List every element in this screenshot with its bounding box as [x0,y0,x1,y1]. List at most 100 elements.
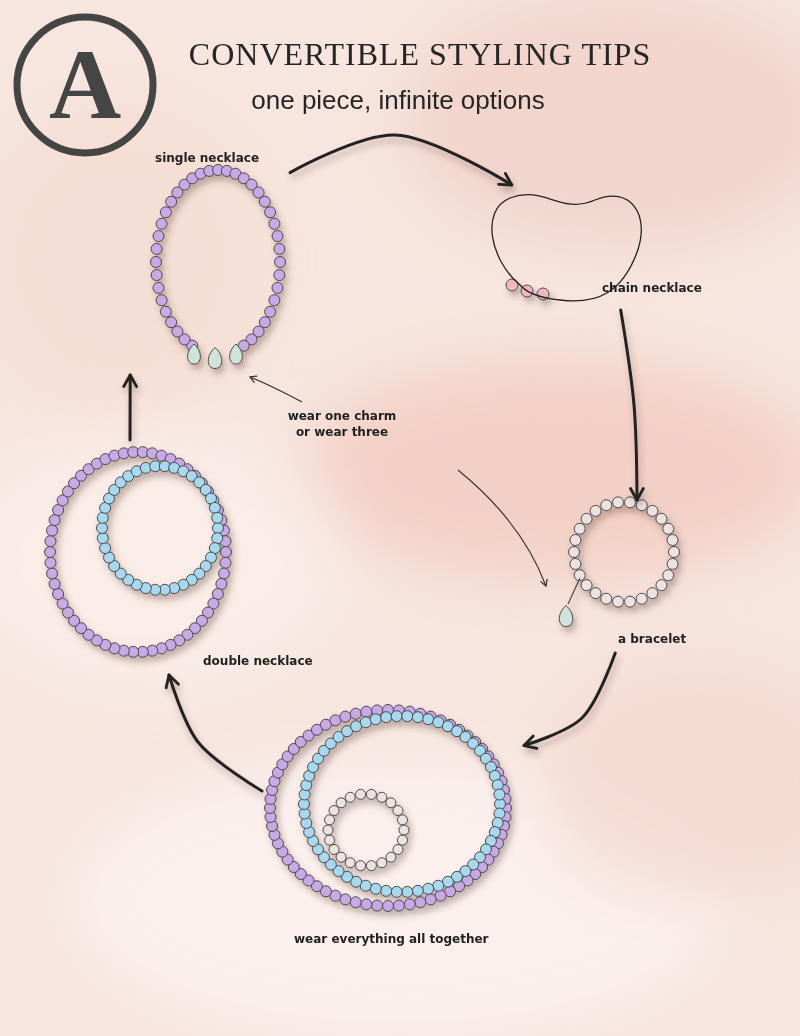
jewelry-option: chain necklace [490,185,708,310]
bead [275,257,286,268]
bead [160,207,171,218]
bead [350,708,361,719]
jewelry-option: a bracelet [550,500,695,653]
bead [47,568,58,579]
charm [559,606,572,627]
bead [345,792,355,802]
bead [370,883,381,894]
bead [97,533,108,544]
bead [377,858,387,868]
option-caption: a bracelet [618,631,686,647]
bead [220,557,231,568]
bead [325,815,335,825]
bead [47,525,58,536]
bead [381,712,392,723]
bead [356,789,366,799]
bead [435,890,446,901]
bead [402,711,413,722]
bead [667,535,678,546]
title: CONVERTIBLE STYLING TIPS [150,36,690,73]
bead [667,558,678,569]
jewelry-option: double necklace [40,440,340,675]
logo-ring [17,17,153,153]
bead [221,547,232,558]
option-caption: double necklace [203,653,313,669]
bead [366,789,376,799]
bead [393,900,404,911]
bead [97,523,108,534]
bead [402,886,413,897]
bead [370,714,381,725]
logo-letter: A [17,22,153,148]
bead [647,505,658,516]
bead [100,543,111,554]
bead [412,885,423,896]
bead [361,706,372,717]
bead [386,852,396,862]
bead [330,715,341,726]
bead [397,815,407,825]
bead [269,218,280,229]
bead [612,596,623,607]
bead [218,568,229,579]
charm [230,344,243,364]
charm-link [568,578,580,604]
bead [97,512,108,523]
bead [340,894,351,905]
bead [590,588,601,599]
bead [265,207,276,218]
bead [361,899,372,910]
bead [356,861,366,871]
bead [360,717,371,728]
bead [581,513,592,524]
bead [325,835,335,845]
bead [663,570,674,581]
bead [574,523,585,534]
bead [272,231,283,242]
bead [274,243,285,254]
bead [391,886,402,897]
bead [216,578,227,589]
bead [156,218,167,229]
bead [151,257,162,268]
bead [153,231,164,242]
bead [612,497,623,508]
bead [433,880,444,891]
bead [569,547,580,558]
bead [669,547,680,558]
bead [350,897,361,908]
bead [425,894,436,905]
jewelry-option: wear everything all together [262,700,524,953]
bead [212,512,223,523]
cycle-arrow [290,135,512,185]
bead [323,825,333,835]
charm [208,348,221,369]
cycle-arrow [621,310,637,500]
bead [383,901,394,912]
bead [656,580,667,591]
bead [636,593,647,604]
cycle-arrow [129,375,132,440]
bead [45,557,56,568]
bead [399,825,409,835]
bead [265,306,276,317]
cycle-arrow [169,675,262,791]
bead [647,588,658,599]
bead [494,789,505,800]
callout-note: wear one charm or wear three [283,408,401,440]
bead [423,714,434,725]
bead [372,900,383,911]
bead [329,806,339,816]
bead [336,798,346,808]
bead [625,596,636,607]
bead [269,295,280,306]
bead [663,523,674,534]
bead [366,861,376,871]
bead [340,711,351,722]
leader-line [458,470,546,586]
bead [336,852,346,862]
bead [212,533,223,544]
bead [53,588,64,599]
charm [188,344,201,364]
